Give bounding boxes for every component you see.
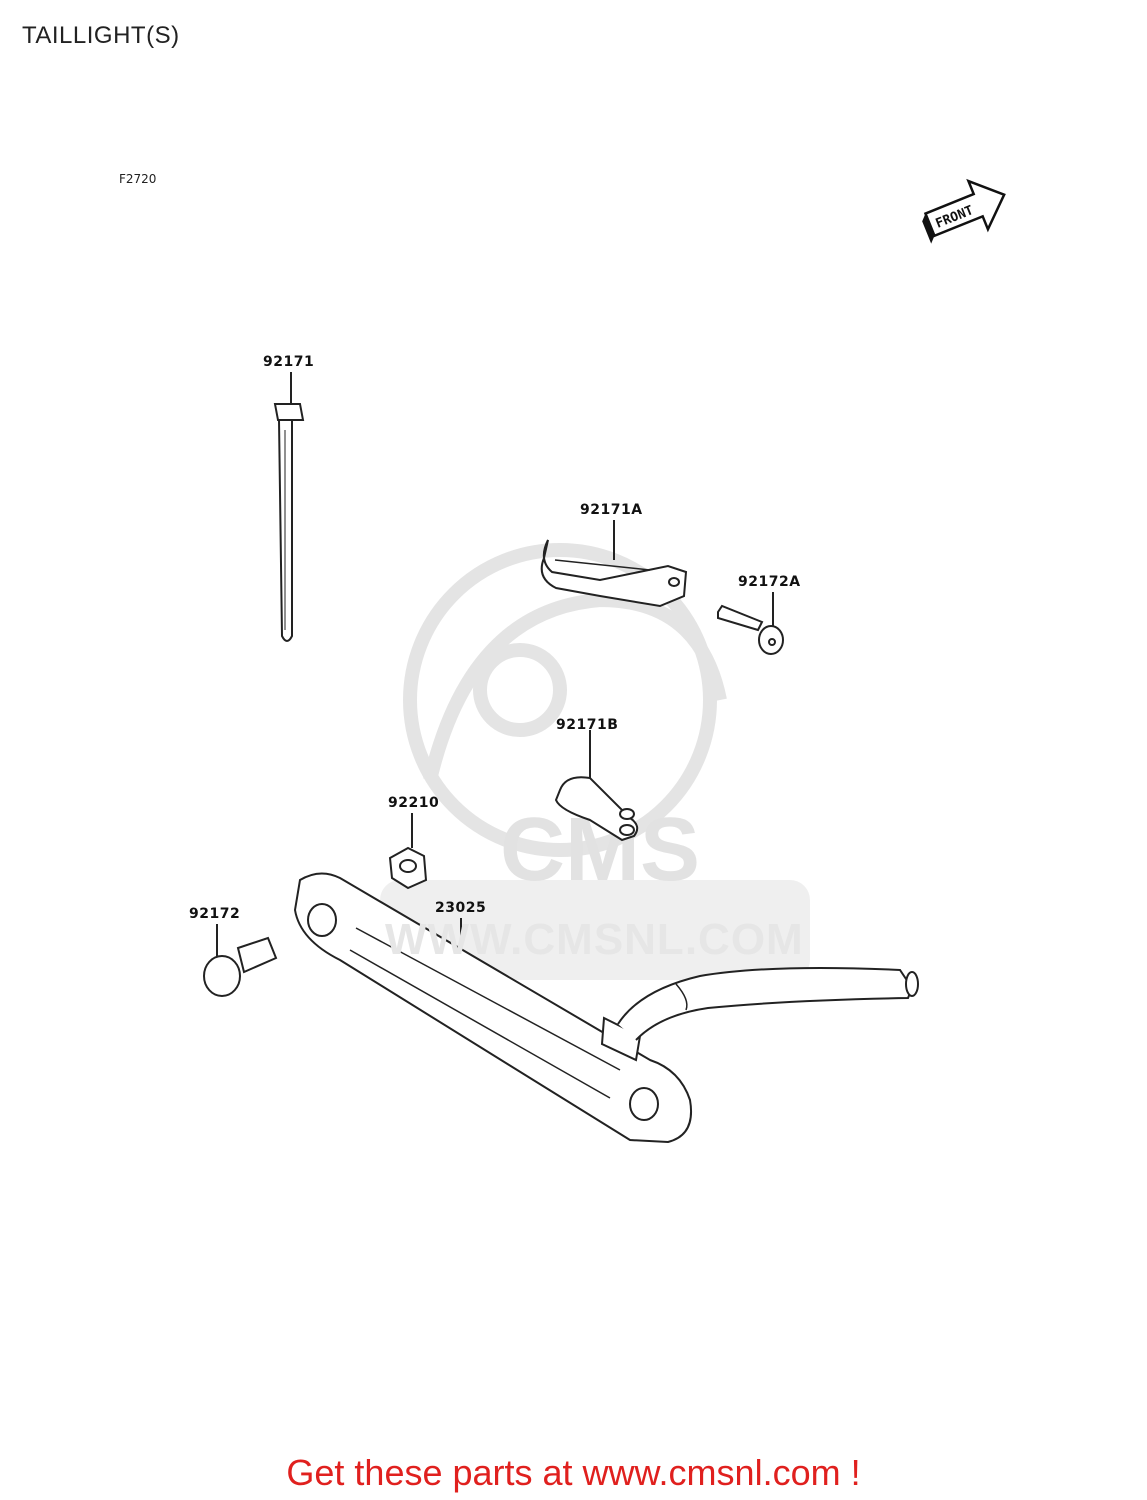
part-label-92210: 92210 <box>388 795 440 811</box>
part-label-92171: 92171 <box>263 354 315 370</box>
cable-tie-part <box>273 372 305 642</box>
part-label-92171a: 92171A <box>580 502 643 518</box>
taillight-bar-part <box>293 872 919 1144</box>
footer-promo-link[interactable]: Get these parts at www.cmsnl.com ! <box>286 1452 861 1493</box>
bolt-part <box>203 924 278 997</box>
nut-part <box>388 813 428 890</box>
clamp-a-part <box>540 520 688 608</box>
part-label-92172: 92172 <box>189 906 241 922</box>
part-label-92172a: 92172A <box>738 574 801 590</box>
screw-a-part <box>717 592 784 655</box>
figure-code: F2720 <box>119 172 157 186</box>
page-title: TAILLIGHT(S) <box>22 22 180 49</box>
part-label-23025: 23025 <box>435 900 487 916</box>
front-arrow-icon: FRONT <box>922 178 1006 244</box>
clamp-b-part <box>554 730 639 842</box>
part-label-92171b: 92171B <box>556 717 619 733</box>
watermark-url: WWW.CMSNL.COM <box>385 915 804 964</box>
cms-watermark-logo <box>403 543 727 857</box>
